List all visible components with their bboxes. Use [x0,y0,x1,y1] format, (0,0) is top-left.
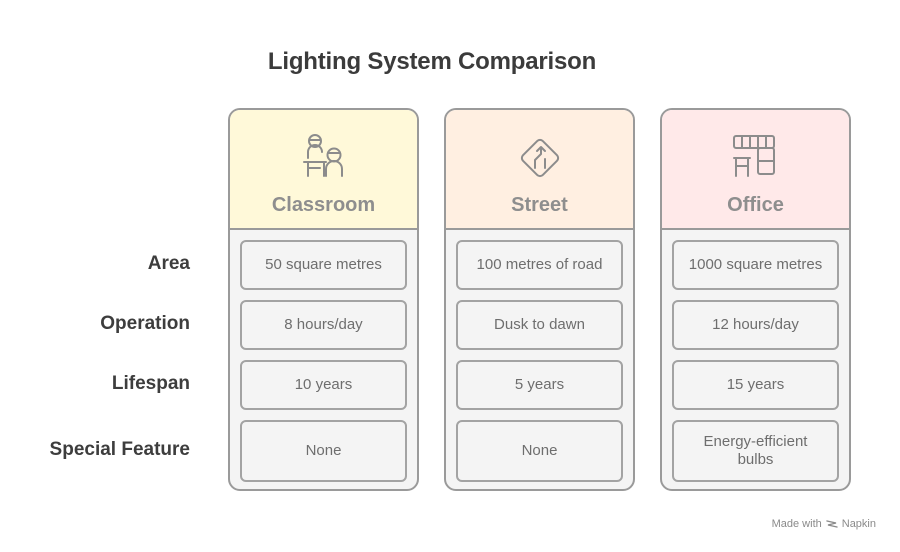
cell-street-special-feature: None [456,420,623,482]
cell-office-special-feature: Energy-efficient bulbs [672,420,839,482]
column-street: Street 100 metres of road Dusk to dawn 5… [444,108,635,491]
road-sign-icon [510,128,570,188]
column-office: Office 1000 square metres 12 hours/day 1… [660,108,851,491]
cell-street-lifespan: 5 years [456,360,623,410]
watermark: Made with Napkin [772,518,876,530]
cell-classroom-lifespan: 10 years [240,360,407,410]
cell-classroom-operation: 8 hours/day [240,300,407,350]
column-classroom: Classroom 50 square metres 8 hours/day 1… [228,108,419,491]
cell-street-area: 100 metres of road [456,240,623,290]
cell-street-operation: Dusk to dawn [456,300,623,350]
office-building-icon [726,128,786,188]
column-header: Classroom [230,110,417,230]
cell-office-lifespan: 15 years [672,360,839,410]
row-label-operation: Operation [100,313,190,334]
watermark-text: Made with [771,518,822,530]
napkin-logo-icon [826,520,838,528]
column-title: Office [727,194,784,216]
column-title: Street [511,194,568,216]
cell-classroom-special-feature: None [240,420,407,482]
cell-classroom-area: 50 square metres [240,240,407,290]
column-title: Classroom [271,194,376,216]
cell-office-area: 1000 square metres [672,240,839,290]
column-header: Street [446,110,633,230]
diagram-title: Lighting System Comparison [267,48,597,75]
row-label-area: Area [147,253,190,274]
row-label-special-feature: Special Feature [49,439,190,460]
cell-office-operation: 12 hours/day [672,300,839,350]
row-label-lifespan: Lifespan [111,373,190,394]
teacher-students-icon [294,128,354,188]
column-header: Office [662,110,849,230]
watermark-brand: Napkin [841,518,876,530]
